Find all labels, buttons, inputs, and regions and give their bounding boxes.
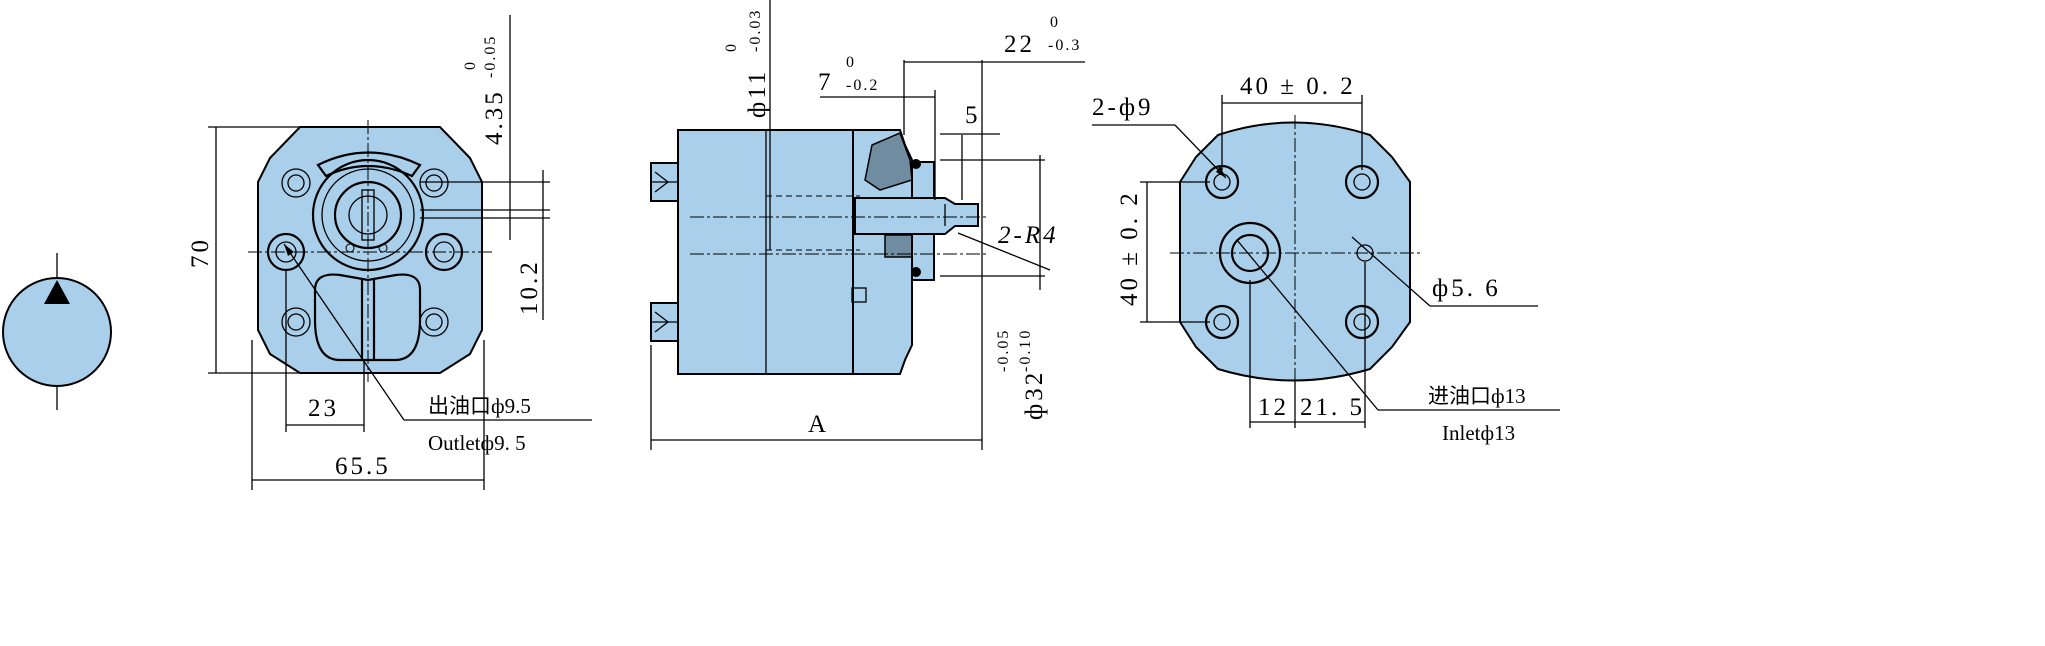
dim-offset-b: 21. 5 — [1300, 394, 1365, 421]
dim-offset-a: 12 — [1258, 394, 1289, 421]
hydraulic-pump-symbol-icon — [2, 253, 112, 410]
dim-key: 5 — [965, 102, 981, 129]
dim-length-a: A — [808, 411, 829, 438]
tol-shaft-length-lower: -0.3 — [1048, 37, 1081, 54]
dim-shaft-length: 22 — [1004, 31, 1035, 58]
front-view — [208, 15, 592, 490]
dim-bore-depth: 4.35 — [481, 89, 508, 145]
dim-hole-count: 2-ф9 — [1092, 94, 1154, 121]
inlet-label-en: Inletф13 — [1442, 421, 1515, 445]
dim-key-height: 10.2 — [516, 259, 543, 315]
tol-shoulder-upper: 0 — [846, 54, 856, 71]
dim-pilot-dia: ф32 — [1021, 370, 1048, 420]
side-view — [650, 0, 1085, 450]
tol-shaft-dia-upper: 0 — [723, 42, 740, 52]
rear-view — [1092, 95, 1560, 428]
tol-bore-depth-lower: -0.05 — [482, 35, 499, 78]
tol-shaft-dia-lower: -0.03 — [747, 9, 764, 52]
dim-outlet-offset: 23 — [308, 395, 339, 422]
tol-shaft-length-upper: 0 — [1050, 14, 1060, 31]
outlet-label-cn: 出油口ф9.5 — [428, 394, 531, 418]
tol-bore-depth-upper: 0 — [462, 60, 479, 70]
tol-shoulder-lower: -0.2 — [846, 77, 879, 94]
outlet-label-en: Outletф9. 5 — [428, 431, 526, 455]
tol-pilot-dia-upper: -0.05 — [995, 329, 1012, 372]
dim-hole-spacing-v: 40 ± 0. 2 — [1116, 190, 1143, 306]
dim-height-70: 70 — [187, 237, 214, 268]
inlet-label-cn: 进油口ф13 — [1428, 384, 1526, 408]
dim-pin-hole: ф5. 6 — [1432, 275, 1501, 302]
tol-pilot-dia-lower: -0.10 — [1017, 329, 1034, 372]
dim-radius: 2-R4 — [998, 222, 1059, 249]
dim-width: 65.5 — [335, 453, 391, 480]
gear-pump-drawing: 70 4.35 0 -0.05 10.2 23 65.5 出油口ф9.5 Out… — [2, 0, 1560, 490]
dim-shoulder: 7 — [818, 69, 834, 96]
dim-hole-spacing-h: 40 ± 0. 2 — [1240, 73, 1356, 100]
dim-shaft-dia: ф11 — [744, 69, 771, 118]
